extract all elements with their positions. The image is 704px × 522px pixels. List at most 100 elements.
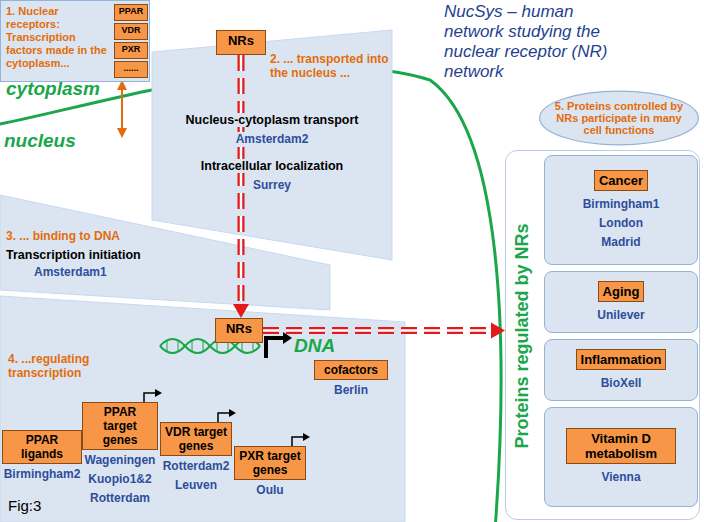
node-heading: PPAR target genes	[82, 402, 158, 450]
label-holder: Fig:3	[8, 497, 41, 515]
text-holder: Madrid	[601, 232, 640, 251]
node-heading: ......	[116, 63, 146, 74]
text-holder: Proteins regulated by NRs	[508, 151, 536, 521]
node-heading: 2. ... transported into the nucleus ...	[270, 52, 390, 80]
text-holder: 1. Nuclear receptors: Transcription fact…	[6, 5, 110, 70]
text-holder: Aging	[598, 281, 645, 305]
partner-name: Birmingham2	[4, 467, 81, 481]
title: NucSys – human network studying the nucl…	[444, 2, 634, 82]
dna-binding-band: 3. ... binding to DNA Transcription initi…	[0, 195, 330, 310]
target-gene-group: PPAR target genesWageningenKuopio1&2Rott…	[82, 402, 158, 509]
partner-name: Leuven	[175, 478, 217, 492]
partner-name: Kuopio1&2	[88, 472, 151, 486]
text-holder: Birmingham2	[2, 464, 82, 483]
node-heading: Vitamin D metabolism	[566, 428, 676, 464]
node-heading: PPAR ligands	[2, 430, 82, 464]
partner-name: Amsterdam1	[34, 265, 107, 279]
text-holder: Leuven	[160, 475, 232, 494]
connector-inner	[240, 55, 243, 304]
label-holder: DNA	[294, 335, 335, 357]
target-gene-group: PXR target genesOulu	[234, 446, 306, 501]
target-gene-group: VDR target genesRotterdam2Leuven	[160, 422, 232, 496]
node-heading: NRs	[216, 319, 262, 339]
text-holder: Rotterdam2	[160, 456, 232, 475]
transport-panel: 2. ... transported into the nucleus ...N…	[152, 30, 392, 260]
text-holder: Nucleus-cytoplasm transport	[152, 110, 392, 128]
text-holder: Oulu	[234, 480, 306, 499]
text-holder: Amsterdam2	[152, 129, 392, 148]
arrow-head	[117, 128, 127, 138]
text-holder: Wageningen	[82, 450, 158, 469]
partner-name: Oulu	[256, 483, 283, 497]
text-holder: Cancer	[594, 170, 648, 194]
node-heading: 3. ... binding to DNA	[6, 229, 176, 243]
text-holder: 2. ... transported into the nucleus ...	[270, 52, 390, 80]
connector-outer	[238, 55, 245, 304]
text-holder: PPAR	[116, 6, 146, 17]
ligand-group: PPAR ligandsBirmingham2	[2, 430, 82, 485]
ellipse-shape	[540, 91, 699, 145]
label-holder: cytoplasm	[6, 78, 100, 100]
text-holder: VDR	[116, 25, 146, 36]
transcription-panel: 4. ...regulating transcriptioncofactorsB…	[0, 296, 405, 522]
label-holder: nucleus	[4, 130, 76, 152]
text-holder: Birmingham1	[583, 194, 660, 213]
arrow-head	[491, 323, 505, 339]
text-holder: 4. ...regulating transcription	[8, 352, 120, 380]
partner-name: Intracellular localization	[198, 159, 346, 173]
text-holder: NRs	[216, 319, 262, 339]
function-box: AgingUnilever	[544, 271, 698, 333]
text-holder: Inflammation	[576, 349, 667, 373]
partner-name: Wageningen	[85, 453, 156, 467]
function-box: Vitamin D metabolismVienna	[544, 407, 698, 507]
partner-name: Berlin	[334, 383, 368, 397]
receptor-tag: PPAR	[114, 4, 148, 21]
panel-shape	[0, 195, 330, 310]
partner-name: Rotterdam2	[163, 459, 230, 473]
text-holder: PXR target genes	[234, 446, 306, 480]
panel-shape	[152, 30, 392, 260]
node-heading: VDR target genes	[160, 422, 232, 456]
text-holder: PPAR target genes	[82, 402, 158, 450]
partner-name: Birmingham1	[583, 197, 660, 211]
node-heading: Proteins regulated by NRs	[512, 223, 532, 448]
node-heading: Inflammation	[576, 349, 667, 370]
text-holder: Rotterdam	[82, 488, 158, 507]
nuclear-envelope	[0, 67, 501, 522]
text-holder: Amsterdam1	[34, 262, 154, 281]
receptor-tag: PXR	[114, 42, 148, 59]
node-heading: 5. Proteins controlled by NRs participat…	[553, 100, 685, 136]
partner-name: Nucleus-cytoplasm transport	[183, 113, 362, 127]
partner-name: Vienna	[601, 470, 640, 484]
function-ellipse: 5. Proteins controlled by NRs participat…	[538, 90, 700, 146]
partner-name: Madrid	[601, 235, 640, 249]
partner-name: Surrey	[250, 178, 294, 192]
text-holder: 3. ... binding to DNA	[6, 229, 176, 243]
text-holder: PPAR ligands	[2, 430, 82, 464]
title-holder: NucSys – human network studying the nucl…	[444, 2, 634, 82]
text-holder: Surrey	[152, 175, 392, 194]
text-holder: Vitamin D metabolism	[566, 428, 676, 467]
receptor-panel: 1. Nuclear receptors: Transcription fact…	[0, 0, 150, 82]
regulated-proteins-panel: Proteins regulated by NRs CancerBirmingha…	[505, 150, 700, 520]
partner-name: Unilever	[597, 308, 644, 322]
partner-name: London	[599, 216, 643, 230]
region-label: nucleus	[4, 130, 76, 151]
region-label: DNA	[294, 335, 335, 356]
text-holder: ......	[116, 63, 146, 74]
text-holder: London	[599, 213, 643, 232]
function-box: InflammationBioXell	[544, 339, 698, 401]
partner-name: Transcription initiation	[6, 248, 141, 262]
text-holder: PXR	[116, 44, 146, 55]
text-holder: 5. Proteins controlled by NRs participat…	[553, 100, 685, 136]
nr-box: NRs	[216, 30, 266, 55]
node-heading: PPAR	[116, 6, 146, 17]
text-holder: Unilever	[597, 305, 644, 324]
partner-name: Amsterdam2	[233, 132, 312, 146]
receptor-tag: ......	[114, 61, 148, 78]
node-heading: 1. Nuclear receptors: Transcription fact…	[6, 5, 110, 70]
node-heading: PXR	[116, 44, 146, 55]
region-label: cytoplasm	[6, 78, 100, 99]
node-heading: NRs	[217, 31, 265, 51]
text-holder: Vienna	[601, 467, 640, 486]
